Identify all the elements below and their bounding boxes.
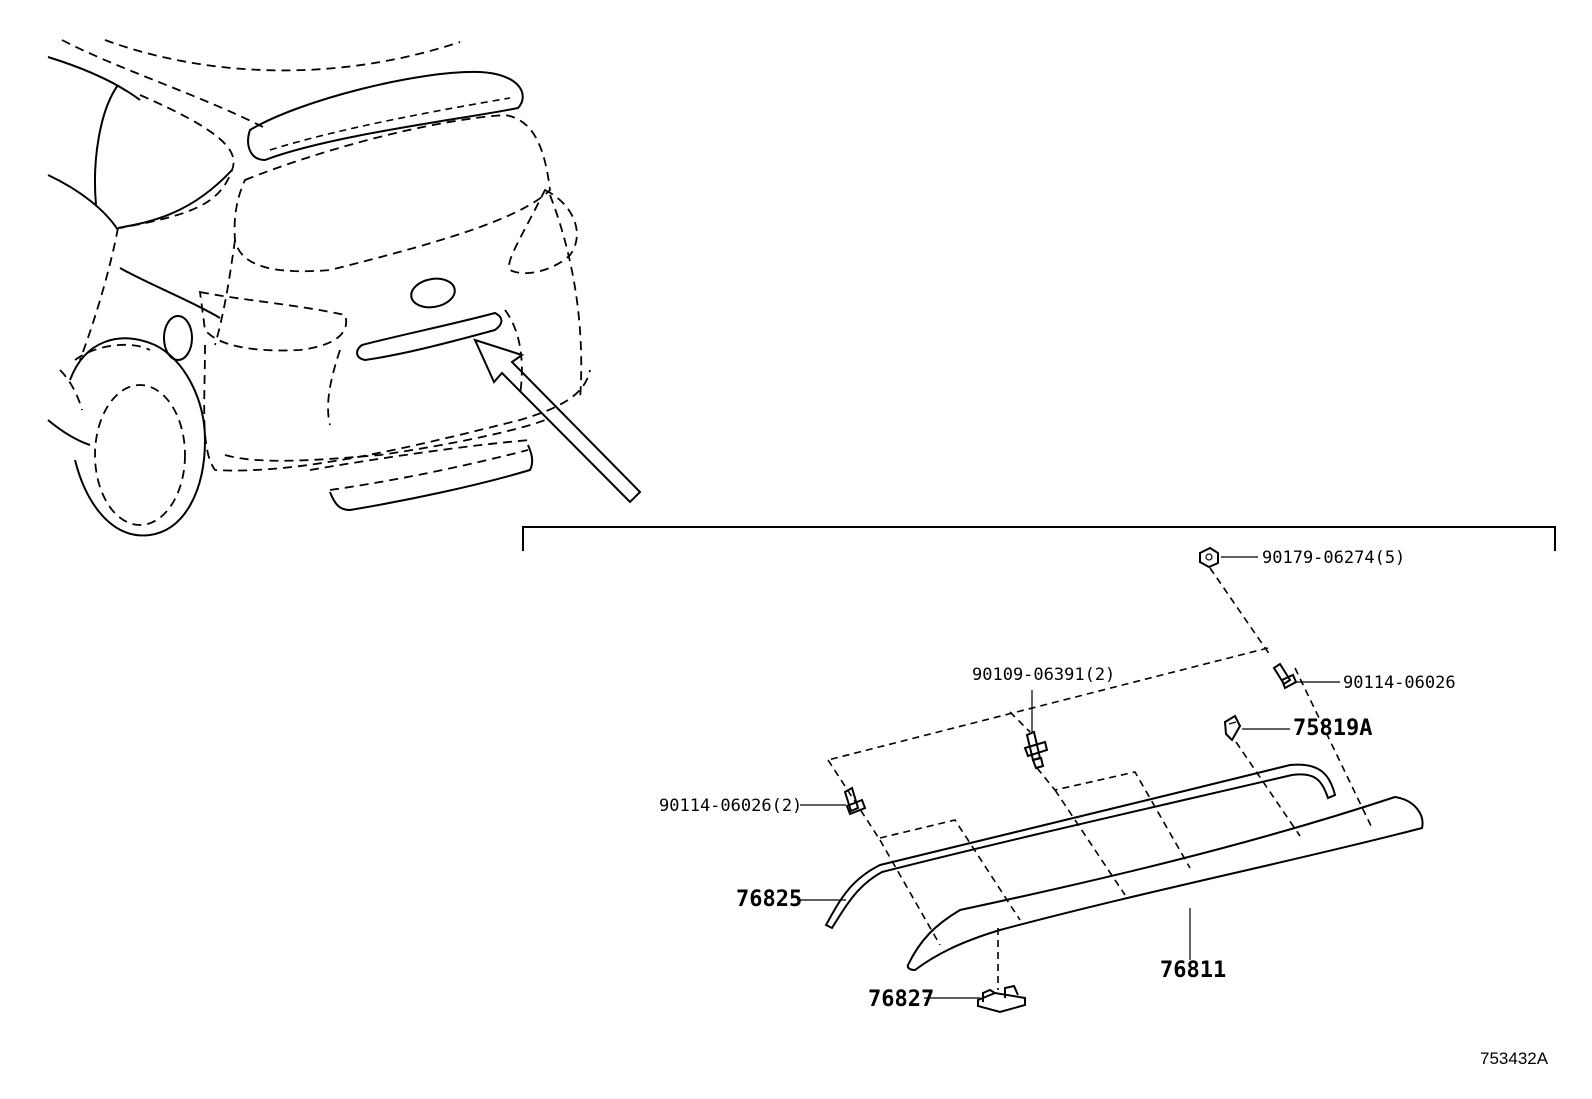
screw-right-icon	[1272, 662, 1298, 690]
screw-center-icon	[1023, 730, 1049, 770]
bracket-icon	[977, 984, 1026, 1014]
diagram-id: 753432A	[1480, 1049, 1549, 1068]
vehicle-rear-illustration	[47, 39, 591, 537]
screw-left-icon	[843, 786, 867, 816]
nut-icon	[1199, 546, 1219, 569]
part-label-garnish: 76811	[1160, 958, 1226, 983]
part-label-screw-right: 90114-06026	[1343, 673, 1456, 693]
part-label-nut: 90179-06274(5)	[1262, 548, 1405, 568]
part-label-bracket: 76827	[868, 987, 934, 1012]
clip-icon	[1223, 714, 1242, 742]
part-label-clip: 75819A	[1293, 716, 1372, 741]
part-label-screw-left: 90114-06026(2)	[659, 796, 802, 816]
detail-frame	[522, 526, 1556, 551]
back-door-garnish-part	[906, 795, 1424, 972]
part-label-screw-center: 90109-06391(2)	[972, 665, 1115, 685]
part-label-garnish-seal: 76825	[736, 887, 802, 912]
garnish-seal-part	[824, 763, 1337, 930]
location-arrow	[473, 338, 642, 504]
